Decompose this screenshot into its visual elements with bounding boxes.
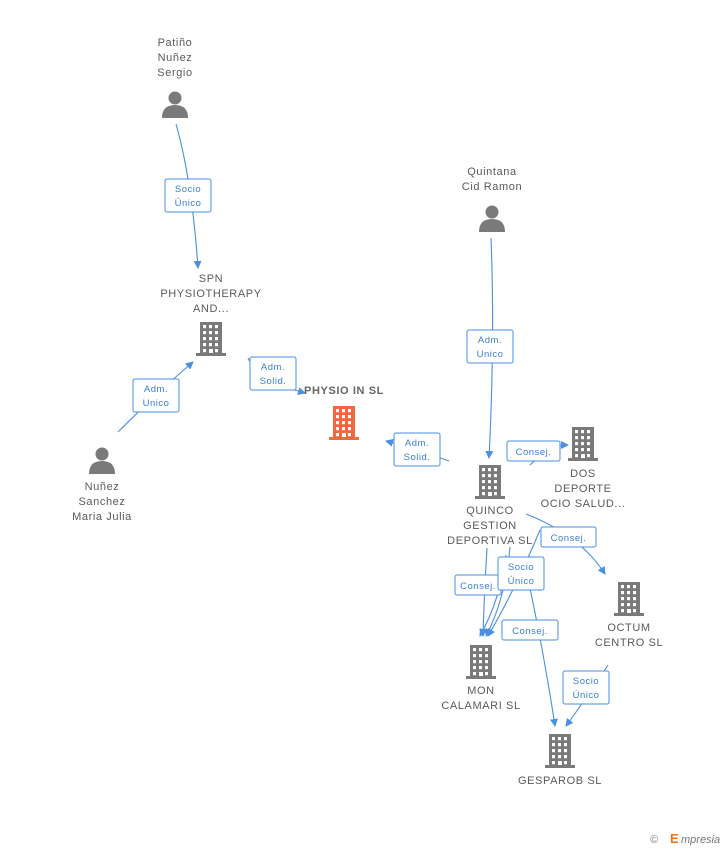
relation-badge-r4[interactable]: Adm.Unico: [466, 329, 514, 364]
company-node-octum[interactable]: [614, 582, 644, 616]
relation-label: Adm.Unico: [143, 384, 170, 409]
person-node-quintana[interactable]: [479, 205, 505, 233]
relation-badge-r2[interactable]: Adm.Unico: [132, 378, 180, 413]
company-node-mon[interactable]: [466, 645, 496, 679]
brand-logo: © E mpresia: [650, 831, 720, 846]
building-icon: [545, 734, 575, 768]
relation-badge-r6[interactable]: Consej.: [506, 440, 561, 462]
brand-initial: E: [670, 831, 679, 846]
relation-label: Adm.Solid.: [260, 362, 287, 387]
edge-line-r10: [529, 587, 558, 727]
building-icon: [196, 322, 226, 356]
company-node-gesparob[interactable]: [545, 734, 575, 768]
company-node-spn[interactable]: [196, 322, 226, 356]
company-node-dos[interactable]: [568, 427, 598, 461]
relation-badge-r5[interactable]: Adm.Solid.: [393, 432, 441, 467]
relation-label: Consej.: [460, 581, 496, 592]
copyright-icon: ©: [650, 834, 659, 846]
relation-badge-r3[interactable]: Adm.Solid.: [249, 356, 297, 391]
company-name-gesparob: GESPAROB SL: [518, 775, 602, 787]
edge-line-r8: [479, 547, 488, 637]
relation-label: Consej.: [551, 533, 587, 544]
building-icon: [568, 427, 598, 461]
company-name-physio: PHYSIO IN SL: [304, 385, 384, 397]
building-icon: [475, 465, 505, 499]
person-node-nunez[interactable]: [89, 447, 115, 475]
company-node-quinco[interactable]: [475, 465, 505, 499]
building-icon: [614, 582, 644, 616]
person-icon: [89, 447, 115, 474]
relation-label: Consej.: [516, 447, 552, 458]
person-icon: [479, 205, 505, 232]
brand-name: mpresia: [681, 834, 720, 846]
company-node-physio[interactable]: [329, 406, 359, 440]
person-node-patino[interactable]: [162, 91, 188, 119]
relation-badge-r8[interactable]: Consej.: [454, 574, 502, 596]
relation-badge-r10[interactable]: Consej.: [501, 619, 559, 641]
main-building-icon: [329, 406, 359, 440]
person-icon: [162, 91, 188, 118]
relation-label: Consej.: [512, 626, 548, 637]
relation-label: Adm.Solid.: [404, 438, 431, 463]
relation-badge-r7[interactable]: Consej.: [540, 526, 597, 548]
building-icon: [466, 645, 496, 679]
relation-label: Adm.Unico: [477, 335, 504, 360]
